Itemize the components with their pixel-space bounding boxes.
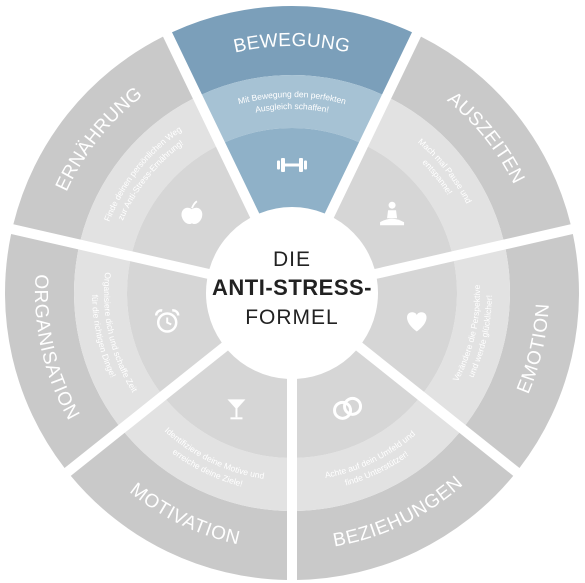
segment-middle-band — [201, 74, 383, 143]
segment-middle-band — [297, 399, 460, 511]
segment-outer-band — [465, 234, 579, 469]
dumbbell-icon — [277, 158, 307, 172]
center-line-3: FORMEL — [245, 306, 339, 329]
cocktail-icon — [227, 399, 246, 420]
segment-inner-band — [297, 350, 418, 458]
segment-middle-band — [368, 98, 504, 252]
segment-outer-band — [13, 36, 193, 240]
segment-middle-band — [80, 98, 216, 252]
center-line-2: ANTI-STRESS- — [212, 275, 372, 300]
segment-inner-band — [224, 128, 360, 214]
rings-icon — [333, 396, 363, 420]
segment-middle-band — [124, 399, 287, 511]
meditation-icon — [380, 201, 405, 226]
heart-icon — [407, 312, 427, 332]
alarm-clock-icon — [154, 309, 180, 333]
segment-outer-band — [5, 234, 119, 469]
center-line-1: DIE — [273, 248, 311, 271]
center-label: DIE ANTI-STRESS- FORMEL — [212, 248, 372, 329]
segment-middle-band — [74, 249, 160, 425]
segment-outer-band — [172, 5, 412, 95]
segment-description-line: Ausgleich schaffen! — [254, 101, 329, 115]
apple-icon — [181, 200, 203, 224]
segment-middle-band — [424, 249, 510, 425]
segment-inner-band — [166, 350, 287, 458]
segment-outer-band — [70, 432, 288, 580]
segment-inner-band — [362, 261, 457, 392]
segment-outer-band — [391, 36, 571, 240]
segment-outer-band — [297, 432, 514, 580]
